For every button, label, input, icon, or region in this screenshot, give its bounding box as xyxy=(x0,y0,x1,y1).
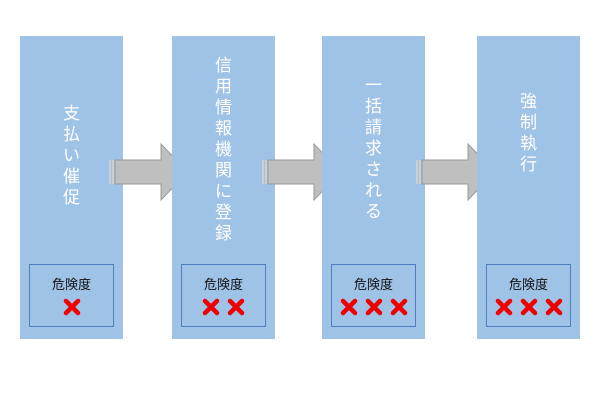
title-char: 行 xyxy=(520,155,537,175)
stage-title: 一 括 請 求 さ れ る xyxy=(322,76,425,223)
stage-credit-registration: 信 用 情 報 機 関 に 登 録 危険度 xyxy=(172,36,275,339)
title-char: 求 xyxy=(365,139,382,159)
title-char: 用 xyxy=(215,77,232,97)
risk-marks xyxy=(332,297,415,317)
title-char: 催 xyxy=(63,167,80,187)
risk-box: 危険度 xyxy=(331,264,416,327)
title-char: 促 xyxy=(63,188,80,208)
risk-label: 危険度 xyxy=(508,278,548,293)
title-char: 執 xyxy=(520,134,537,154)
title-char: 括 xyxy=(365,97,382,117)
title-char: 支 xyxy=(63,104,80,124)
risk-marks xyxy=(487,297,570,317)
risk-marks xyxy=(182,297,265,317)
cross-mark-icon xyxy=(520,298,537,316)
stage-lump-sum-demand: 一 括 請 求 さ れ る 危険度 xyxy=(322,36,425,339)
cross-mark-icon xyxy=(390,298,407,316)
title-char: さ xyxy=(365,160,382,180)
stage-payment-reminder: 支 払 い 催 促 危険度 xyxy=(20,36,123,339)
risk-marks xyxy=(30,297,113,317)
risk-label: 危険度 xyxy=(353,278,393,293)
cross-mark-icon xyxy=(227,298,245,316)
cross-mark-icon xyxy=(202,298,220,316)
risk-box: 危険度 xyxy=(181,264,266,327)
stage-title: 支 払 い 催 促 xyxy=(20,104,123,209)
title-char: れ xyxy=(365,181,382,201)
title-char: 請 xyxy=(365,118,382,138)
cross-mark-icon xyxy=(63,298,80,316)
stage-forced-execution: 強 制 執 行 危険度 xyxy=(477,36,580,339)
risk-box: 危険度 xyxy=(486,264,571,327)
title-char: 関 xyxy=(215,161,232,181)
title-char: 録 xyxy=(215,224,232,244)
title-char: に xyxy=(215,182,232,202)
title-char: 登 xyxy=(215,203,232,223)
title-char: 報 xyxy=(215,119,232,139)
stage-title: 強 制 執 行 xyxy=(477,92,580,176)
title-char: 払 xyxy=(63,125,80,145)
risk-label: 危険度 xyxy=(203,278,243,293)
title-char: 信 xyxy=(215,56,232,76)
cross-mark-icon xyxy=(340,298,357,316)
title-char: 制 xyxy=(520,113,537,133)
title-char: 強 xyxy=(520,92,537,112)
stage-title: 信 用 情 報 機 関 に 登 録 xyxy=(172,56,275,245)
title-char: 一 xyxy=(365,76,382,96)
title-char: 情 xyxy=(215,98,232,118)
cross-mark-icon xyxy=(365,298,382,316)
risk-label: 危険度 xyxy=(51,278,91,293)
title-char: 機 xyxy=(215,140,232,160)
risk-box: 危険度 xyxy=(29,264,114,327)
cross-mark-icon xyxy=(545,298,562,316)
title-char: る xyxy=(365,202,382,222)
title-char: い xyxy=(63,146,80,166)
cross-mark-icon xyxy=(495,298,512,316)
